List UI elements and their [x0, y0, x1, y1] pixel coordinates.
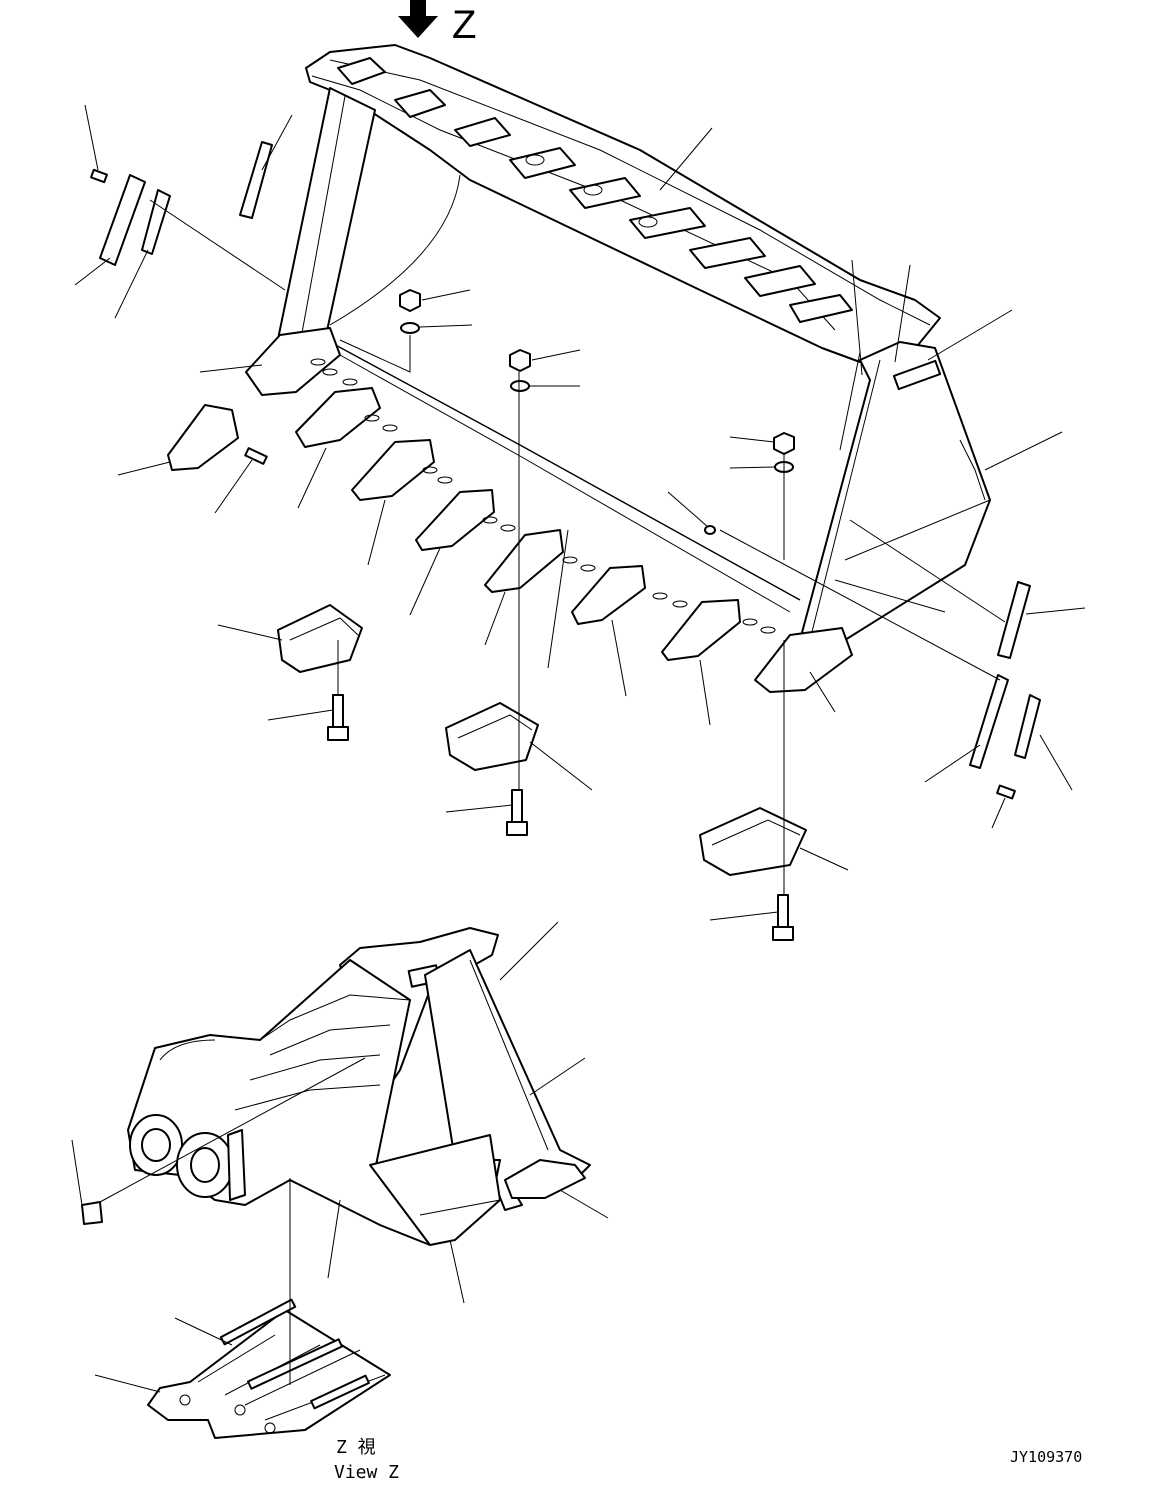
drawing-code: JY109370 — [1010, 1448, 1082, 1466]
nameplate — [892, 359, 942, 391]
right-side-cutter-parts — [969, 581, 1041, 800]
view-z-arrow: Z — [398, 0, 476, 47]
assembly-axis-lines — [149, 199, 1006, 895]
bucket-top-ribs — [337, 57, 853, 323]
tooth-adapters — [295, 387, 741, 661]
leader-lines-lower — [71, 921, 609, 1393]
view-z-wear-plate — [147, 1298, 391, 1439]
view-z-caption-en: View Z — [334, 1462, 399, 1483]
bolts — [327, 694, 794, 941]
edge-protectors — [277, 604, 807, 876]
leader-lines-upper — [74, 104, 1086, 921]
bucket-main — [245, 44, 991, 693]
left-corner-adapter — [245, 327, 341, 396]
bucket-top-rail — [305, 44, 941, 363]
view-z-label-patch — [81, 1201, 103, 1225]
view-z-bucket — [81, 927, 591, 1246]
view-z-caption-jp: Z 視 — [336, 1437, 376, 1458]
right-corner-adapter — [754, 627, 853, 693]
tooth-pins — [310, 358, 776, 634]
view-z-letter: Z — [452, 3, 476, 47]
bucket-right-side-plate — [799, 341, 991, 641]
left-side-cutter-parts — [90, 141, 273, 471]
left-tooth-tip — [167, 404, 239, 471]
cutting-edge — [329, 341, 801, 601]
